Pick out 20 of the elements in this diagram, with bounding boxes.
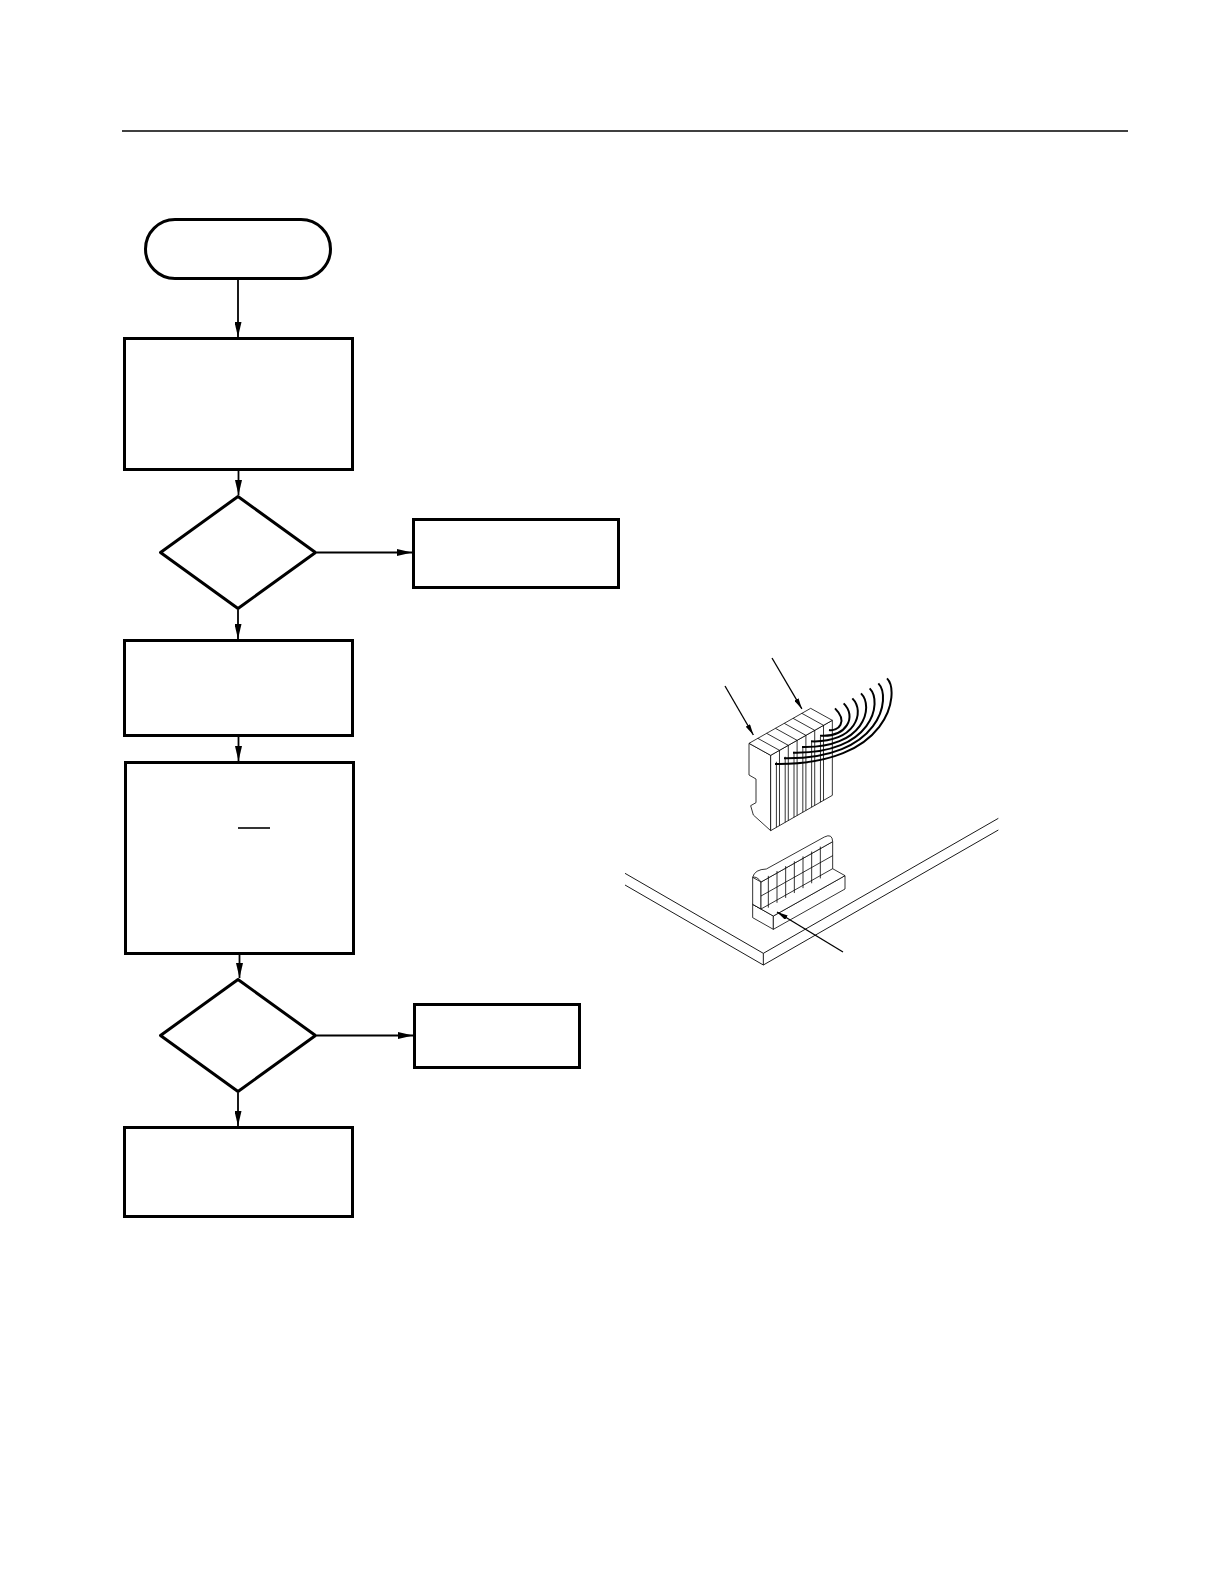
process-box	[123, 639, 354, 737]
process-box	[123, 337, 354, 471]
arrow	[236, 954, 243, 979]
leader-arrow	[776, 911, 844, 953]
decision-diamond	[159, 978, 317, 1093]
arrow	[316, 1032, 414, 1039]
process-box	[412, 518, 620, 589]
arrow	[235, 470, 242, 496]
leader-arrow	[724, 685, 755, 736]
arrow	[235, 736, 242, 762]
decision-diamond	[159, 495, 317, 610]
arrow	[316, 549, 413, 556]
process-box	[123, 1126, 354, 1218]
board-header-connector	[752, 836, 846, 931]
arrow	[234, 279, 242, 338]
leader-arrow	[771, 657, 803, 710]
process-box	[124, 761, 355, 955]
arrow	[234, 1092, 242, 1127]
arrow	[234, 609, 242, 640]
process-box	[413, 1003, 581, 1069]
